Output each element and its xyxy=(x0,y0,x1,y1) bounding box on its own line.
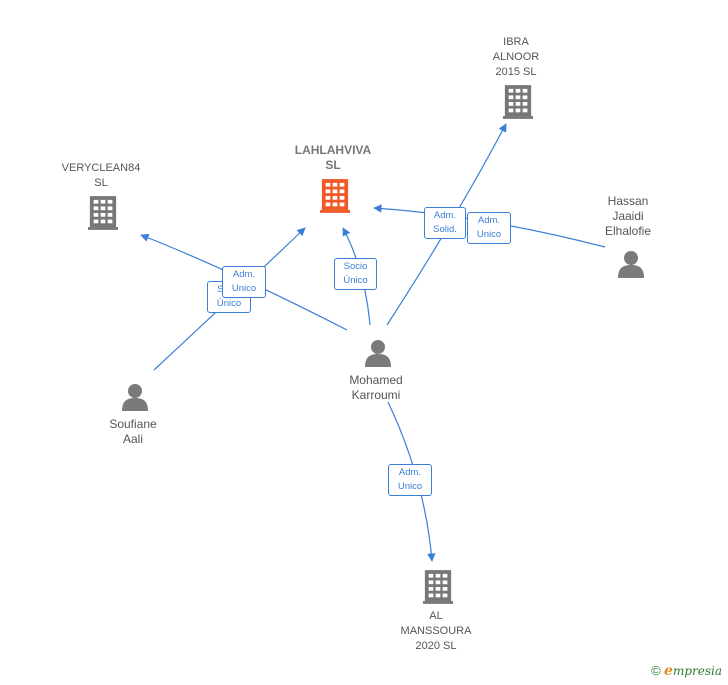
soufiane-person-icon[interactable] xyxy=(122,384,148,411)
edge-label-soufiane-lahlahviva: Adm. Unico xyxy=(222,266,266,298)
lahlahviva-building-icon[interactable] xyxy=(320,179,350,213)
mohamed-person-icon[interactable] xyxy=(365,340,391,367)
veryclean-label[interactable]: VERYCLEAN84 SL xyxy=(61,162,141,189)
edge-label-mohamed-ibra: Adm. Solid. xyxy=(424,207,466,239)
almanssoura-building-icon[interactable] xyxy=(423,570,453,604)
ibra-building-icon[interactable] xyxy=(503,85,533,119)
ibra-label[interactable]: IBRA ALNOOR 2015 SL xyxy=(492,36,540,78)
hassan-person-icon[interactable] xyxy=(618,251,644,278)
edge-label-hassan-lahlahviva: Adm. Unico xyxy=(467,212,511,244)
edge-label-mohamed-lahlahviva: Socio Único xyxy=(334,258,377,290)
almanssoura-label[interactable]: AL MANSSOURA 2020 SL xyxy=(400,610,472,652)
edge-label-mohamed-almanssoura: Adm. Unico xyxy=(388,464,432,496)
veryclean-building-icon[interactable] xyxy=(88,196,118,230)
brand-logo-initial: e xyxy=(664,663,673,679)
copyright-icon: © xyxy=(651,663,661,678)
copyright-brand[interactable]: © empresia xyxy=(651,663,722,679)
brand-name: mpresia xyxy=(672,664,722,678)
soufiane-label[interactable]: Soufiane Aali xyxy=(109,417,157,446)
hassan-label[interactable]: Hassan Jaaidi Elhalofie xyxy=(604,194,652,238)
mohamed-label[interactable]: Mohamed Karroumi xyxy=(349,373,403,402)
lahlahviva-label[interactable]: LAHLAHVIVA SL xyxy=(294,143,372,172)
